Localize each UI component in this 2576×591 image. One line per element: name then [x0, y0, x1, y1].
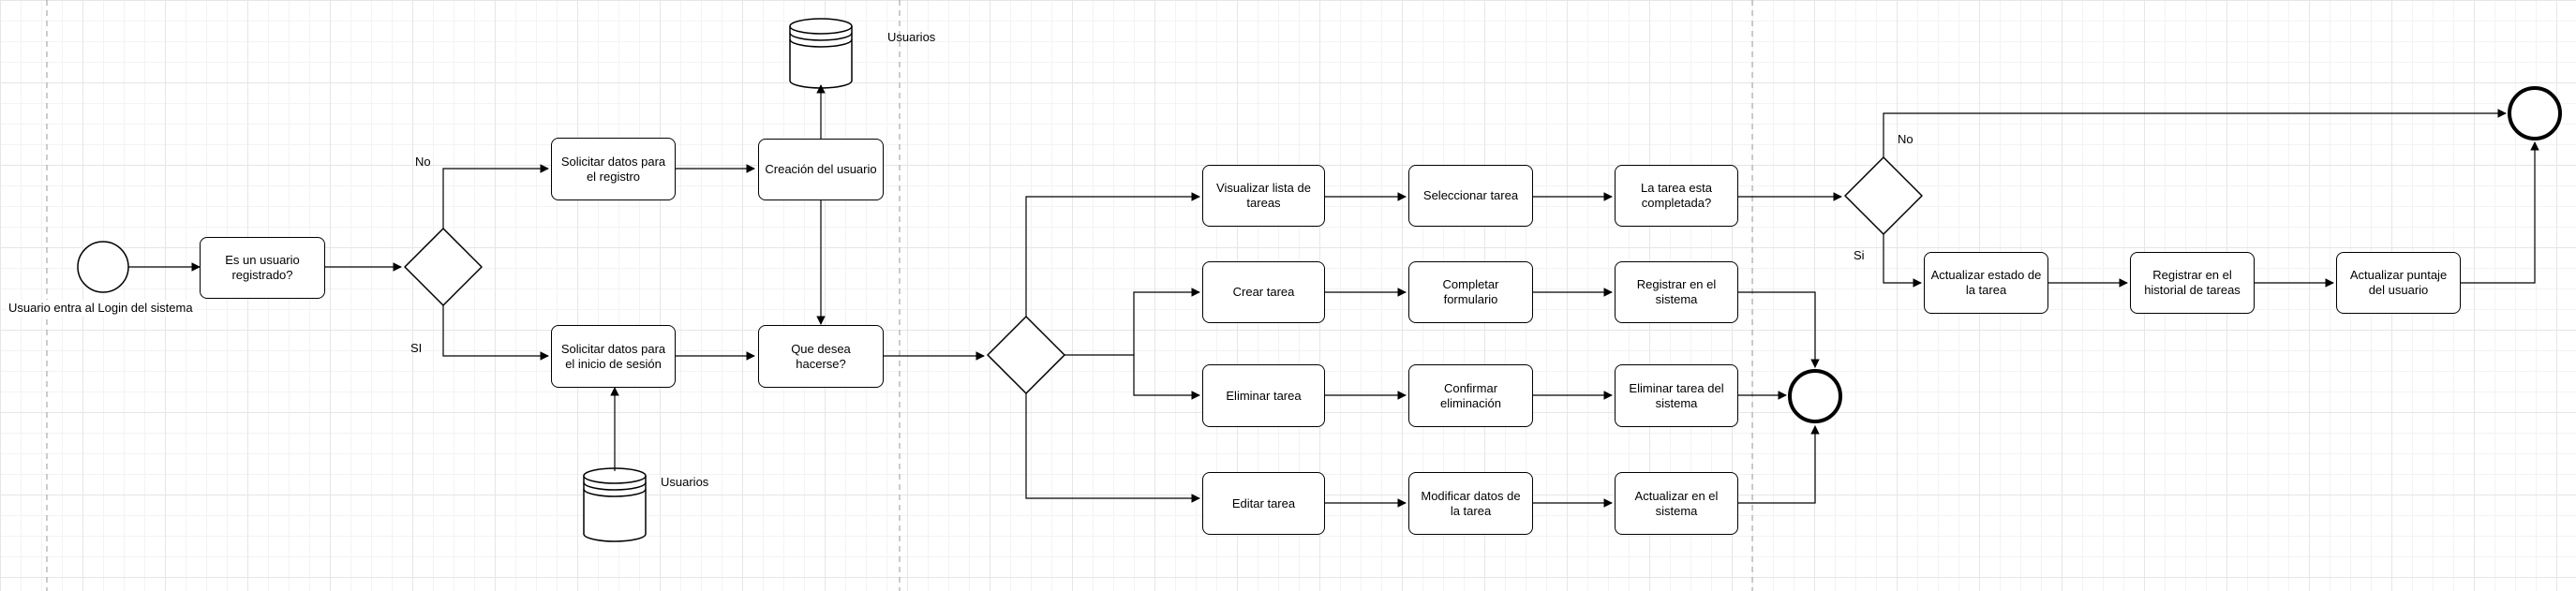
edge: [1133, 355, 1200, 400]
edge-label-si-2: Si: [1854, 248, 1865, 262]
edge-label-si-1: SI: [410, 341, 423, 355]
edge-si: [1883, 234, 1922, 288]
edge: [1065, 288, 1200, 356]
task-modify-data[interactable]: Modificar datos de la tarea: [1408, 472, 1533, 535]
task-request-login[interactable]: Solicitar datos para el inicio de sesión: [551, 325, 676, 388]
gateway-registered[interactable]: [404, 228, 483, 306]
task-confirm-delete[interactable]: Confirmar eliminación: [1408, 364, 1533, 427]
end-event-right[interactable]: [2508, 86, 2562, 140]
edge: [1025, 192, 1200, 317]
start-event-label: Usuario entra al Login del sistema: [6, 300, 196, 317]
task-view-list[interactable]: Visualizar lista de tareas: [1202, 165, 1325, 227]
edge: [1025, 393, 1200, 503]
task-fill-form[interactable]: Completar formulario: [1408, 261, 1533, 323]
task-update-state[interactable]: Actualizar estado de la tarea: [1924, 252, 2048, 314]
edge: [1738, 291, 1820, 368]
edge-label-no-1: No: [415, 155, 431, 169]
task-delete-task[interactable]: Eliminar tarea: [1202, 364, 1325, 427]
database-top-icon: [789, 18, 853, 89]
task-create-task[interactable]: Crear tarea: [1202, 261, 1325, 323]
database-bottom-label: Usuarios: [661, 475, 709, 489]
task-register-history[interactable]: Registrar en el historial de tareas: [2130, 252, 2255, 314]
edge-no: [442, 164, 549, 229]
edge: [1738, 425, 1820, 504]
database-top-label: Usuarios: [887, 30, 936, 44]
task-is-completed[interactable]: La tarea esta completada?: [1615, 165, 1738, 227]
task-create-user[interactable]: Creación del usuario: [758, 139, 884, 200]
task-update-score[interactable]: Actualizar puntaje del usuario: [2336, 252, 2461, 314]
task-delete-from-system[interactable]: Eliminar tarea del sistema: [1615, 364, 1738, 427]
task-is-registered[interactable]: Es un usuario registrado?: [200, 237, 325, 299]
database-bottom-icon: [583, 467, 647, 542]
edge-label-no-2: No: [1898, 132, 1913, 146]
task-register-system[interactable]: Registrar en el sistema: [1615, 261, 1738, 323]
gateway-completed[interactable]: [1844, 156, 1923, 235]
end-event-middle[interactable]: [1788, 369, 1842, 423]
edge-si: [442, 305, 549, 361]
edge: [2461, 141, 2539, 284]
start-event[interactable]: [77, 241, 129, 293]
task-update-system[interactable]: Actualizar en el sistema: [1615, 472, 1738, 535]
task-what-to-do[interactable]: Que desea hacerse?: [758, 325, 884, 388]
task-select-task[interactable]: Seleccionar tarea: [1408, 165, 1533, 227]
edge-no: [1883, 109, 2507, 157]
task-edit-task[interactable]: Editar tarea: [1202, 472, 1325, 535]
task-request-register[interactable]: Solicitar datos para el registro: [551, 138, 676, 200]
gateway-action[interactable]: [987, 316, 1065, 394]
